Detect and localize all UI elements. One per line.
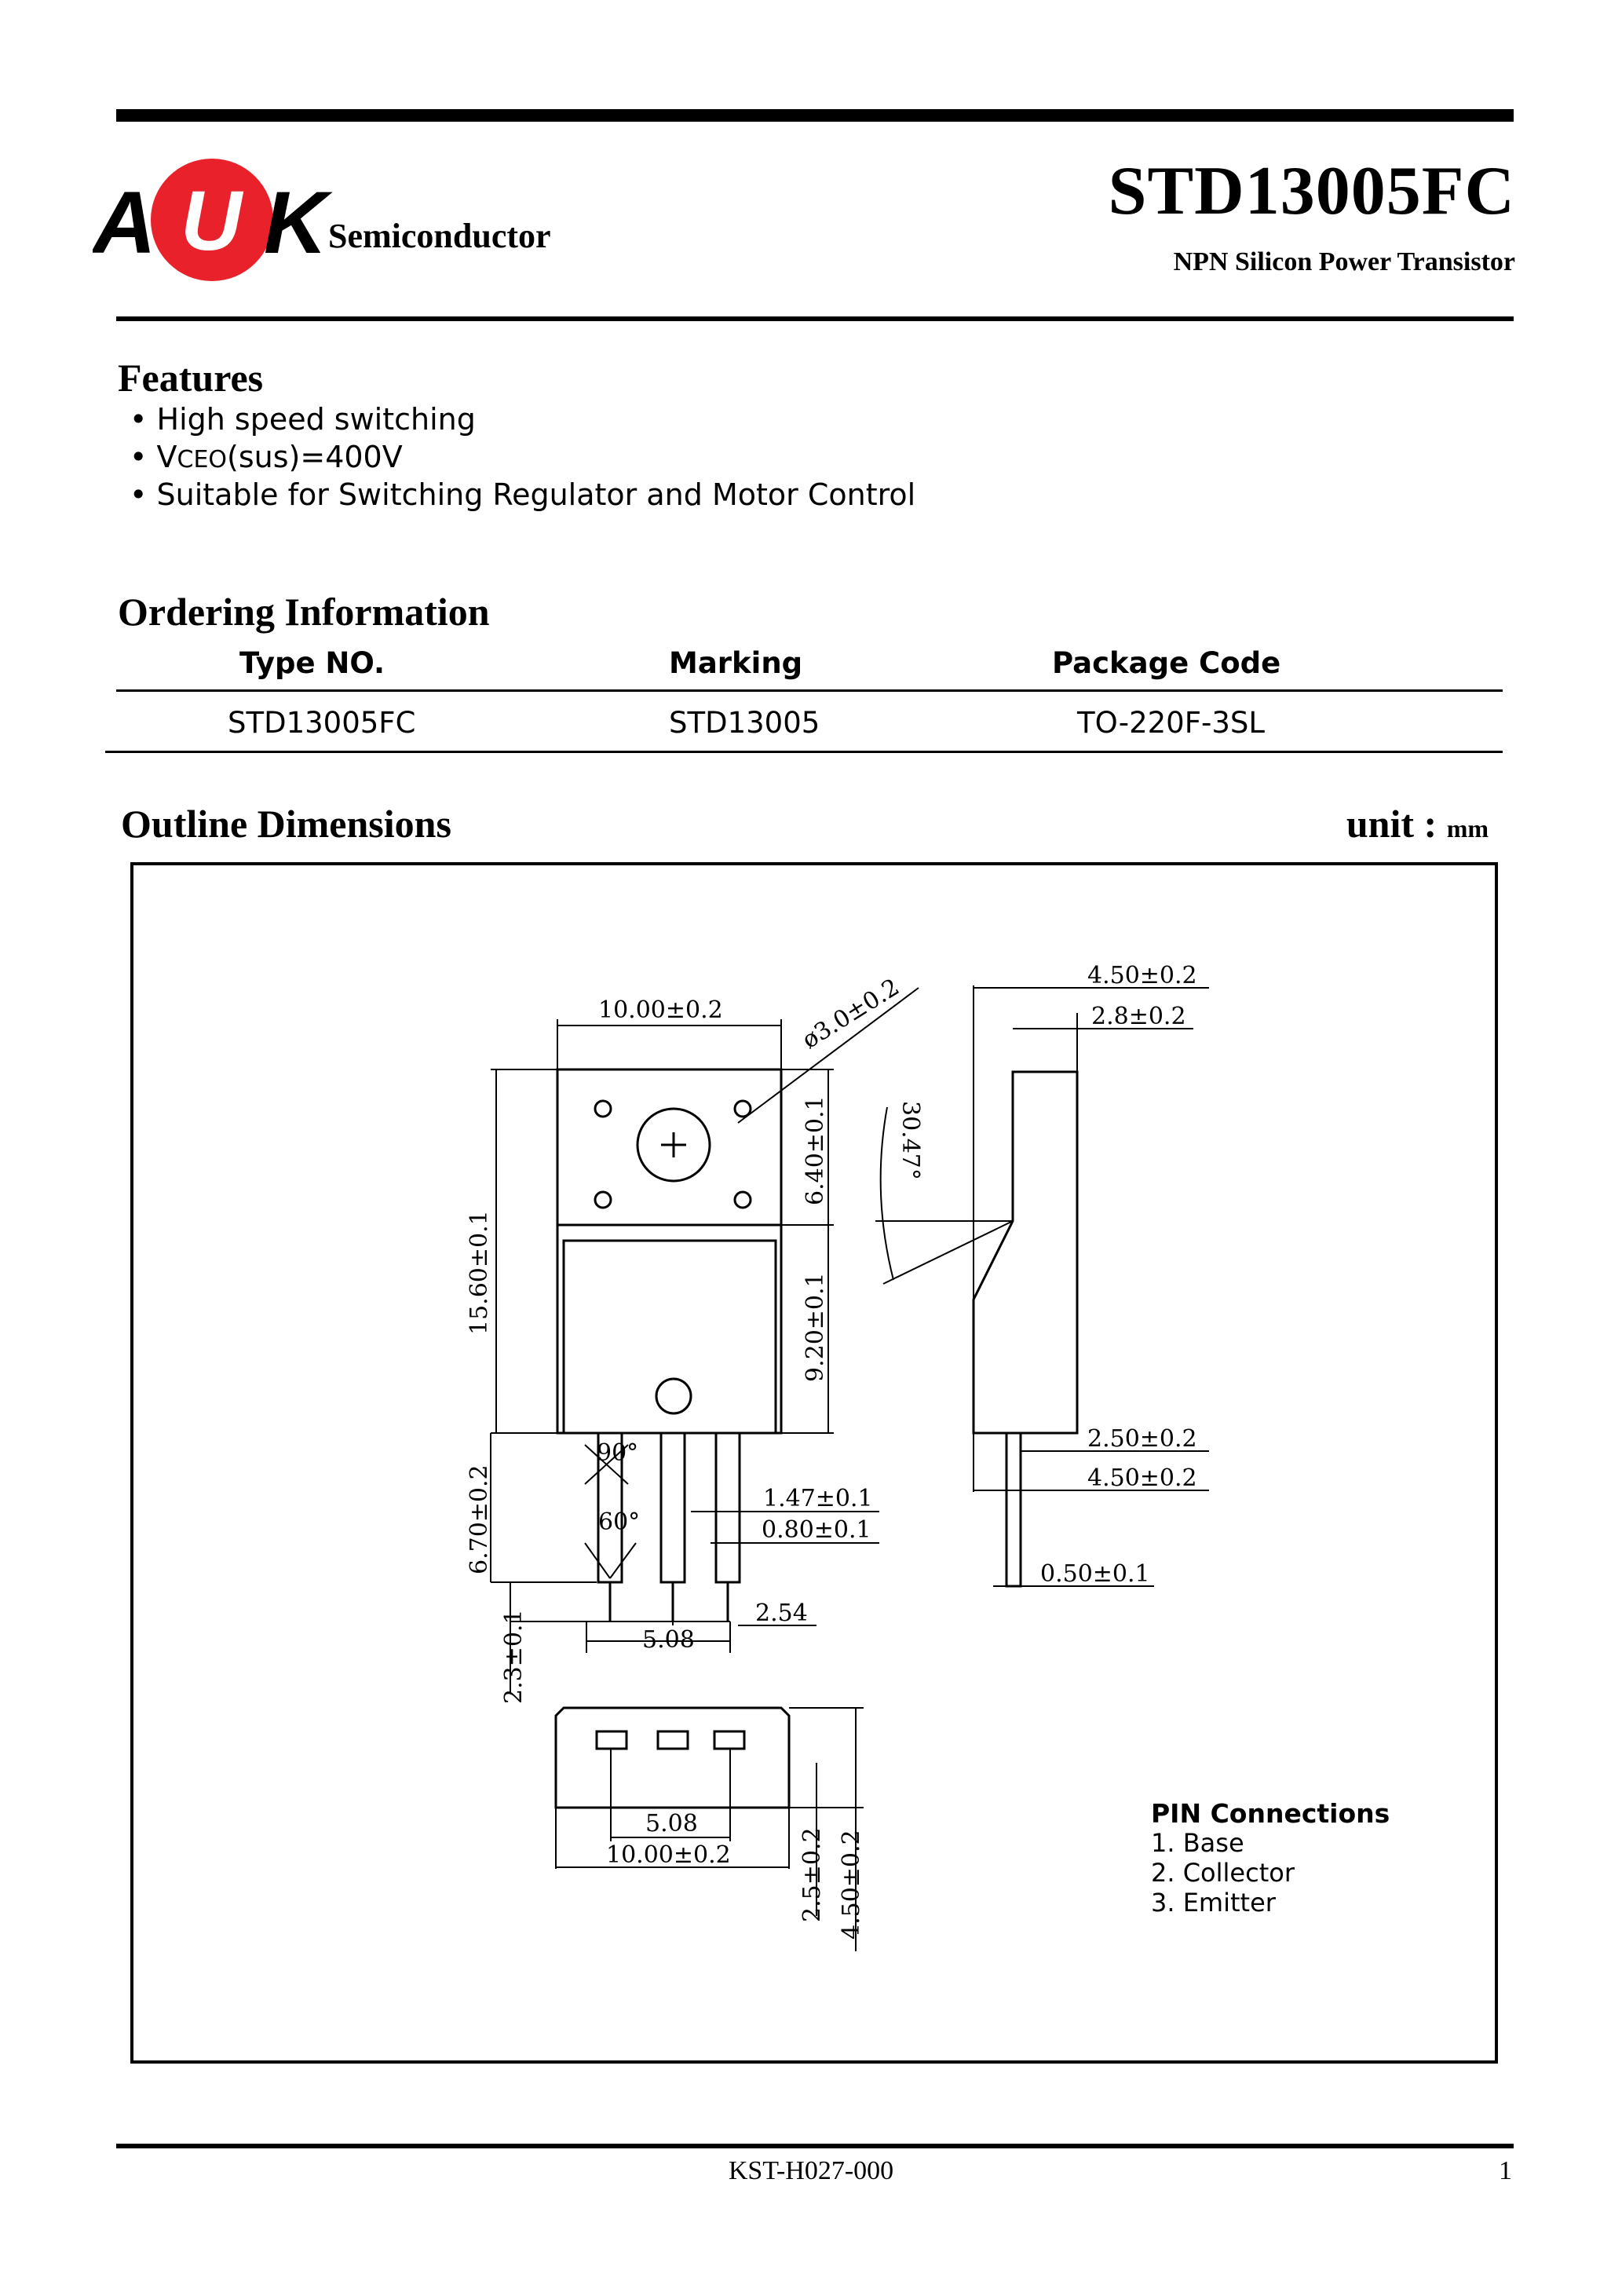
side-dimensions (875, 985, 1209, 1587)
dim-lead-thick: 0.50±0.1 (1040, 1560, 1150, 1588)
feature-text: V (156, 440, 177, 474)
unit-value: mm (1446, 814, 1489, 843)
footer-rule (116, 2144, 1514, 2148)
cell-marking: STD13005 (669, 706, 820, 740)
table-bottom-rule (105, 751, 1503, 753)
column-header-type: Type NO. (239, 646, 385, 680)
dim-angle-60: 60° (598, 1508, 640, 1536)
drawing-frame (130, 862, 1498, 2064)
dim-bottom-pitch: 5.08 (645, 1810, 698, 1837)
dim-side-mid: 2.50±0.2 (1087, 1425, 1197, 1453)
dim-side-top: 2.8±0.2 (1091, 1003, 1186, 1030)
features-list: • High speed switching • VCEO(sus)=400V … (130, 400, 915, 514)
logo-letter-a: A (93, 174, 156, 272)
dim-bottom-h1: 2.5±0.2 (798, 1827, 826, 1922)
logo-letter-u: U (181, 173, 244, 268)
dim-lead-length: 6.70±0.2 (466, 1464, 493, 1574)
outline-title: Outline Dimensions (121, 802, 451, 846)
feature-text: Suitable for Switching Regulator and Mot… (156, 477, 916, 512)
features-title: Features (118, 356, 264, 400)
feature-text: High speed switching (156, 402, 476, 437)
document-code: KST-H027-000 (728, 2156, 894, 2185)
dim-lower-height: 9.20±0.1 (802, 1272, 829, 1382)
header-bottom-rule (116, 316, 1514, 321)
feature-item: • High speed switching (130, 400, 915, 438)
dim-side-low: 4.50±0.2 (1087, 1464, 1197, 1492)
unit-label: unit : mm (1346, 801, 1489, 846)
dim-body-height: 15.60±0.1 (466, 1210, 493, 1335)
dim-hole: ø3.0±0.2 (798, 974, 904, 1055)
dim-pitch: 2.54 (755, 1600, 808, 1627)
bottom-view (554, 1706, 791, 1809)
table-header-rule (116, 689, 1503, 692)
dim-upper-height: 6.40±0.1 (802, 1095, 829, 1205)
bullet: • (130, 477, 148, 512)
pin-connections-title: PIN Connections (1151, 1798, 1390, 1829)
dim-bottom-h2: 4.50±0.2 (838, 1830, 865, 1940)
ordering-title: Ordering Information (118, 590, 490, 634)
dimension-labels: 10.00±0.2 ø3.0±0.2 6.40±0.1 15.60±0.1 9.… (466, 962, 1197, 1940)
side-view (972, 1070, 1079, 1588)
pin-item: 3. Emitter (1151, 1888, 1276, 1918)
front-dimensions (490, 987, 919, 1692)
dim-lead-w2: 0.80±0.1 (762, 1516, 871, 1544)
bottom-dimensions (555, 1707, 864, 1951)
bullet: • (130, 402, 148, 437)
feature-item: • Suitable for Switching Regulator and M… (130, 476, 915, 514)
bullet: • (130, 440, 148, 474)
cell-package: TO-220F-3SL (1077, 706, 1266, 740)
pin-item: 2. Collector (1151, 1858, 1295, 1888)
unit-prefix: unit : (1346, 802, 1438, 846)
dim-lead-w1: 1.47±0.1 (763, 1485, 873, 1512)
dim-side-angle: 30.47° (897, 1101, 924, 1180)
top-rule (116, 109, 1514, 122)
cell-type: STD13005FC (228, 706, 416, 740)
dim-angle-90: 90° (597, 1439, 638, 1467)
feature-subscript: CEO (177, 446, 228, 473)
dim-side-total: 4.50±0.2 (1087, 962, 1197, 989)
logo-letter-k: K (264, 174, 333, 272)
part-description: NPN Silicon Power Transistor (1173, 247, 1515, 276)
feature-text-suffix: (sus)=400V (227, 440, 403, 474)
dim-width: 10.00±0.2 (598, 996, 723, 1024)
column-header-marking: Marking (669, 646, 803, 680)
feature-item: • VCEO(sus)=400V (130, 438, 915, 476)
logo-wordmark: Semiconductor (328, 217, 551, 255)
auk-logo: A U K Semiconductor (93, 159, 551, 281)
column-header-package: Package Code (1052, 646, 1281, 680)
dim-pitch2: 5.08 (642, 1626, 695, 1654)
page-number: 1 (1499, 2156, 1512, 2185)
dim-lead-tip: 2.3±0.1 (500, 1609, 528, 1704)
part-number: STD13005FC (1108, 153, 1515, 229)
front-view (556, 1068, 783, 1621)
pin-item: 1. Base (1151, 1828, 1244, 1858)
dim-bottom-width: 10.00±0.2 (606, 1841, 731, 1869)
logo-red-circle (151, 159, 273, 281)
